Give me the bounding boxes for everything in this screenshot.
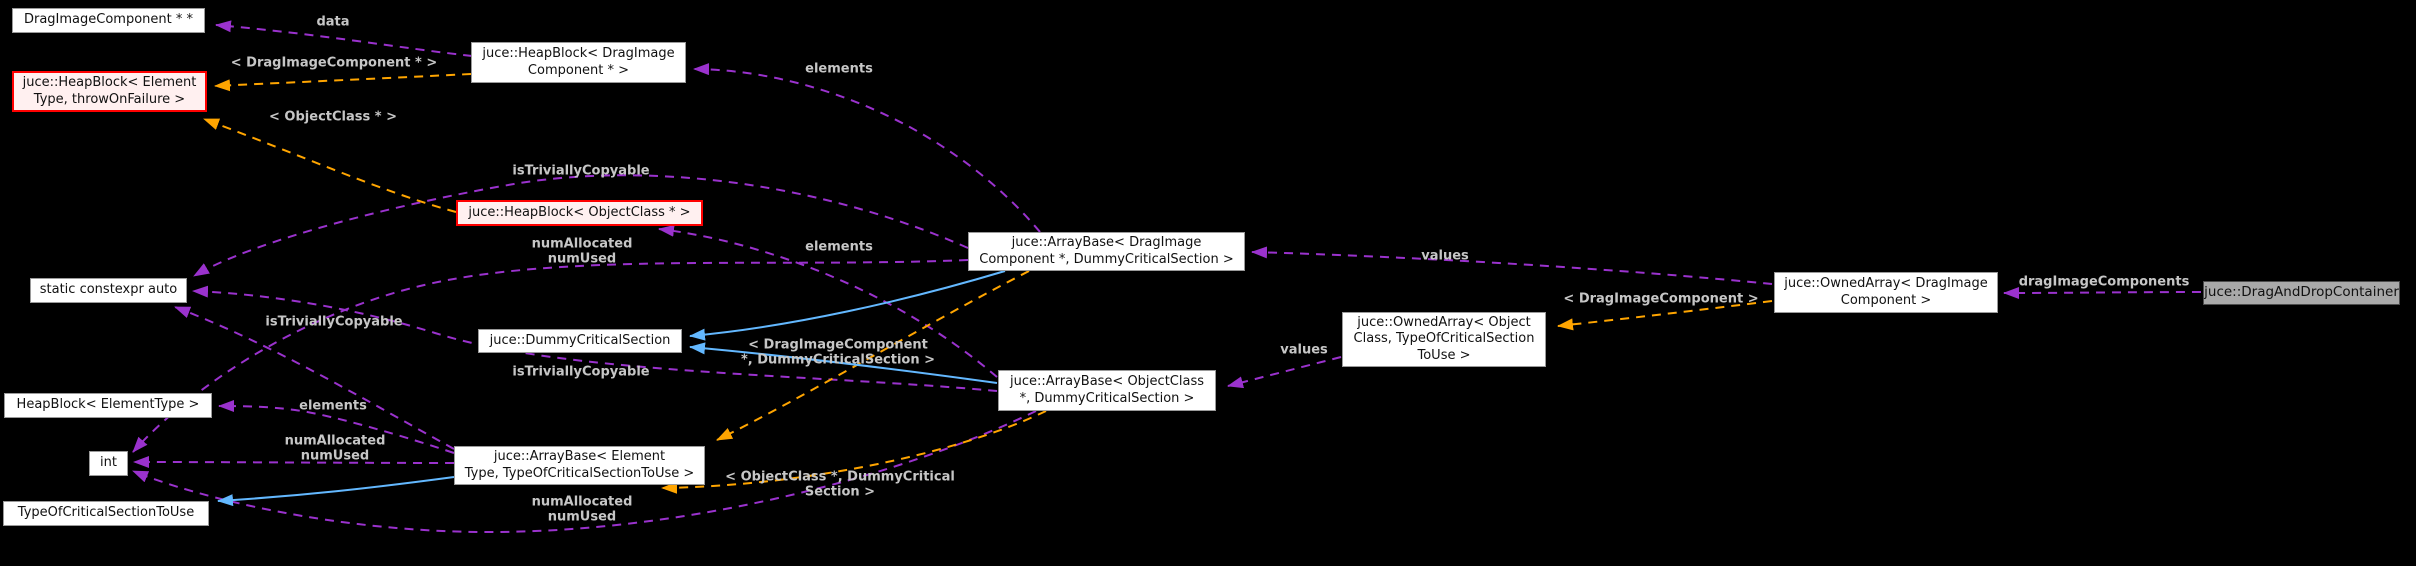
- node-arraybase-elementtype[interactable]: juce::ArrayBase< Element Type, TypeOfCri…: [454, 446, 705, 485]
- edge-label-numallocated-numused-1: numAllocated numUsed: [531, 236, 633, 267]
- edge-label-istriviallycopyable-1: isTriviallyCopyable: [512, 163, 650, 179]
- edge-inherit-typeofcriticalsection: [217, 476, 455, 507]
- node-arraybase-objectclass[interactable]: juce::ArrayBase< ObjectClass *, DummyCri…: [998, 370, 1216, 411]
- edge-template-arraybase-objectclass: [661, 410, 1047, 494]
- node-ownedarray-objectclass[interactable]: juce::OwnedArray< Object Class, TypeOfCr…: [1342, 312, 1546, 367]
- edge-template-heapblock-objectclass: [203, 118, 457, 213]
- node-ownedarray-dragimagecomponent[interactable]: juce::OwnedArray< DragImage Component >: [1774, 272, 1998, 313]
- edge-inherit-dummycriticalsection-dragimage: [689, 270, 1006, 341]
- edge-dragimagecomponents: [2003, 286, 2202, 299]
- edge-label-template-dragimagecomponent-ptr: < DragImageComponent * >: [230, 55, 438, 71]
- edge-istriviallycopyable-elementtype: [174, 306, 455, 450]
- node-draganddropcontainer: juce::DragAndDropContainer: [2203, 281, 2400, 305]
- edge-numallocated-objectclass: [132, 410, 1037, 534]
- edge-label-istriviallycopyable-2: isTriviallyCopyable: [265, 314, 403, 330]
- edge-label-numallocated-numused-3: numAllocated numUsed: [531, 494, 633, 525]
- edge-label-elements-1: elements: [805, 61, 873, 77]
- edge-label-template-objectclass-ptr: < ObjectClass * >: [269, 109, 397, 125]
- edge-template-arraybase-dragimage: [716, 270, 1030, 441]
- node-static-constexpr-auto: static constexpr auto: [30, 278, 187, 303]
- edge-elements-dragimage: [693, 63, 1041, 233]
- edge-template-heapblock-dragimage: [214, 73, 472, 92]
- edge-inherit-dummycriticalsection-objectclass: [689, 342, 998, 384]
- edge-elements-objectclass: [658, 224, 998, 378]
- edge-label-values-1: values: [1421, 248, 1469, 264]
- edge-label-template-dragimagecomponent: < DragImageComponent >: [1563, 291, 1759, 307]
- edge-label-dragimagecomponents: dragImageComponents: [2018, 274, 2190, 290]
- edge-numallocated-elementtype: [133, 456, 455, 469]
- node-typeofcriticalsectiontouse: TypeOfCriticalSectionToUse: [3, 501, 209, 526]
- edge-data: [215, 20, 473, 57]
- edge-label-elements-2: elements: [805, 239, 873, 255]
- node-heapblock-elementtype: HeapBlock< ElementType >: [4, 393, 212, 418]
- edge-label-data: data: [316, 14, 350, 30]
- node-heapblock-dragimagecomponent[interactable]: juce::HeapBlock< DragImage Component * >: [471, 42, 686, 83]
- edge-label-numallocated-numused-2: numAllocated numUsed: [284, 433, 386, 464]
- edge-label-istriviallycopyable-3: isTriviallyCopyable: [512, 364, 650, 380]
- node-dummycriticalsection[interactable]: juce::DummyCriticalSection: [478, 329, 682, 353]
- edge-elements-elementtype: [218, 400, 455, 454]
- node-int: int: [89, 451, 128, 476]
- node-heapblock-objectclass[interactable]: juce::HeapBlock< ObjectClass * >: [456, 200, 703, 226]
- node-arraybase-dragimagecomponent[interactable]: juce::ArrayBase< DragImage Component *, …: [968, 232, 1245, 271]
- edge-label-values-2: values: [1280, 342, 1328, 358]
- edge-values-objectclass: [1227, 356, 1342, 389]
- edge-label-template-objectclass-dummycriticalsection: < ObjectClass *, DummyCritical Section >: [725, 469, 955, 500]
- edge-values-dragimage: [1251, 246, 1773, 285]
- edge-label-elements-3: elements: [299, 398, 367, 414]
- node-heapblock-elementtype-throwonfailure[interactable]: juce::HeapBlock< Element Type, throwOnFa…: [12, 71, 207, 112]
- edge-label-template-dragimage-dummycriticalsection: < DragImageComponent *, DummyCriticalSec…: [740, 337, 936, 368]
- node-dragimagecomponent-ptr-ptr: DragImageComponent * *: [12, 8, 205, 33]
- edge-istriviallycopyable-dragimage: [193, 174, 969, 277]
